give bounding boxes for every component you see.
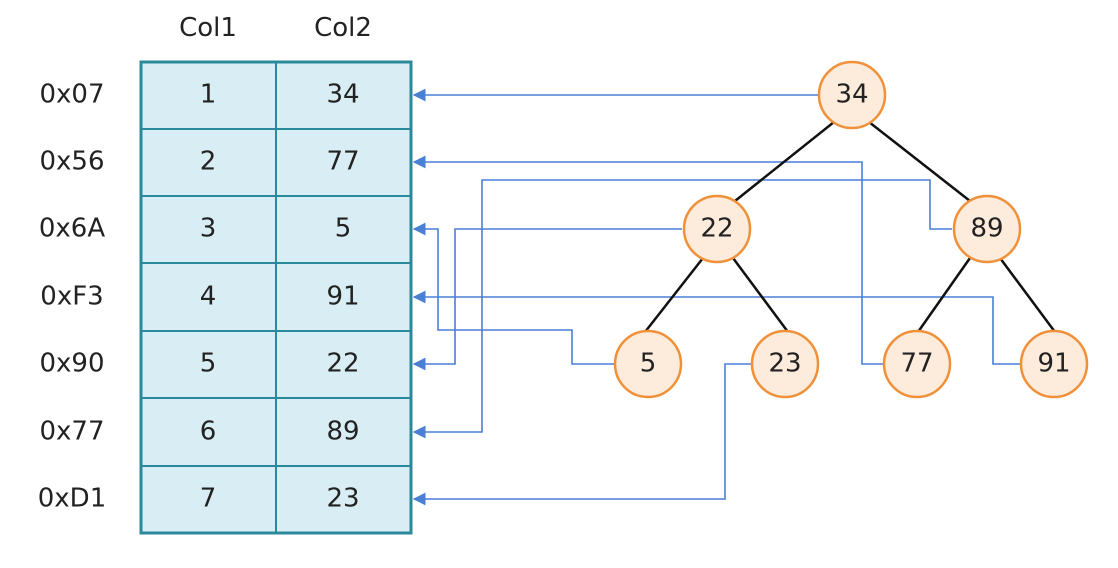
tree-node-5: 5 bbox=[613, 329, 683, 399]
table-cell bbox=[275, 465, 412, 534]
cell-col1: 2 bbox=[200, 147, 217, 177]
node-label: 5 bbox=[640, 349, 657, 379]
cell-col2: 91 bbox=[326, 282, 359, 312]
tree-node-22: 22 bbox=[682, 194, 752, 264]
row-address: 0xF3 bbox=[40, 282, 103, 312]
cell-col2: 77 bbox=[326, 147, 359, 177]
pointer-23 bbox=[412, 363, 752, 506]
tree-node-34: 34 bbox=[817, 60, 887, 130]
node-circle bbox=[882, 329, 952, 399]
cell-col1: 6 bbox=[200, 417, 217, 447]
row-address: 0x77 bbox=[39, 417, 104, 447]
node-label: 34 bbox=[835, 80, 868, 110]
row-address: 0x90 bbox=[39, 349, 104, 379]
table-cell bbox=[275, 61, 412, 130]
tree-edge bbox=[998, 257, 1057, 333]
table-border bbox=[139, 60, 413, 535]
row-address: 0xD1 bbox=[38, 484, 107, 514]
cell-col1: 4 bbox=[200, 282, 217, 312]
row-address: 0x07 bbox=[39, 80, 104, 110]
cell-col1: 1 bbox=[200, 80, 217, 110]
tree-edge bbox=[731, 257, 790, 333]
node-label: 77 bbox=[900, 349, 933, 379]
column-header-col1: Col1 bbox=[179, 13, 237, 43]
node-circle bbox=[682, 194, 752, 264]
tree-edge bbox=[916, 257, 972, 333]
pointer-89 bbox=[412, 179, 952, 439]
pointer-91 bbox=[412, 290, 1021, 365]
table-cell bbox=[140, 61, 277, 130]
node-label: 91 bbox=[1037, 349, 1070, 379]
node-circle bbox=[817, 60, 887, 130]
node-circle bbox=[1019, 329, 1089, 399]
pointer-5 bbox=[412, 222, 615, 365]
table-cell bbox=[275, 397, 412, 467]
node-label: 89 bbox=[970, 214, 1003, 244]
cell-col2: 5 bbox=[335, 214, 352, 244]
table-row: 0x07 1 34 bbox=[39, 61, 412, 130]
row-address: 0x56 bbox=[39, 147, 104, 177]
tree-edges bbox=[644, 121, 1057, 333]
node-label: 23 bbox=[768, 349, 801, 379]
cell-col2: 89 bbox=[326, 417, 359, 447]
tree-node-91: 91 bbox=[1019, 329, 1089, 399]
pointer-22 bbox=[412, 228, 682, 371]
row-address: 0x6A bbox=[39, 214, 105, 244]
tree-node-77: 77 bbox=[882, 329, 952, 399]
table-cell bbox=[275, 262, 412, 332]
pointer-lines bbox=[412, 88, 1021, 506]
tree-edge bbox=[868, 121, 971, 202]
column-header-col2: Col2 bbox=[314, 13, 372, 43]
tree-node-23: 23 bbox=[750, 329, 820, 399]
node-circle bbox=[952, 194, 1022, 264]
table-row: 0x6A 3 5 bbox=[39, 195, 412, 264]
table-row: 0xF3 4 91 bbox=[40, 262, 412, 332]
node-circle bbox=[750, 329, 820, 399]
table-cell bbox=[275, 330, 412, 399]
table-row: 0x77 6 89 bbox=[39, 397, 412, 467]
cell-col1: 7 bbox=[200, 484, 217, 514]
table-row: 0xD1 7 23 bbox=[38, 465, 412, 534]
cell-col1: 5 bbox=[200, 349, 217, 379]
tree-node-89: 89 bbox=[952, 194, 1022, 264]
table-row: 0x56 2 77 bbox=[39, 128, 412, 197]
node-circle bbox=[613, 329, 683, 399]
table-cell bbox=[275, 195, 412, 264]
tree-edge bbox=[644, 257, 704, 333]
tree-edge bbox=[734, 121, 835, 202]
pointer-77 bbox=[412, 155, 887, 365]
cell-col2: 23 bbox=[326, 484, 359, 514]
table-row: 0x90 5 22 bbox=[39, 330, 412, 399]
cell-col2: 22 bbox=[326, 349, 359, 379]
cell-col1: 3 bbox=[200, 214, 217, 244]
cell-col2: 34 bbox=[326, 80, 359, 110]
node-label: 22 bbox=[700, 214, 733, 244]
